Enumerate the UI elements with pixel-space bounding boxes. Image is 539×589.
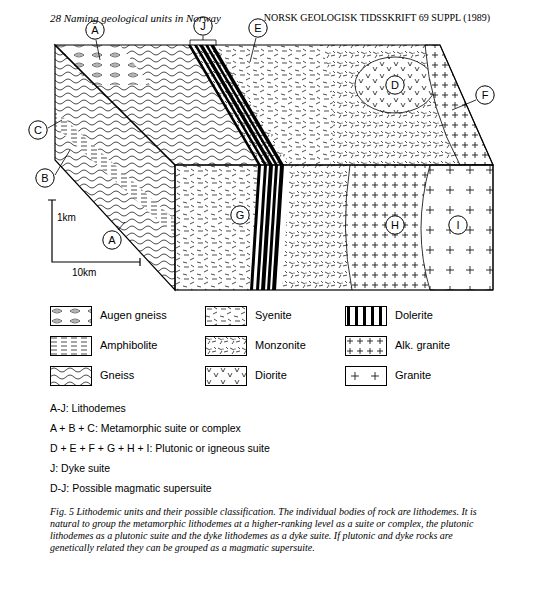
- callout-letter: I: [456, 219, 459, 231]
- legend-text: Amphibolite: [100, 339, 157, 351]
- classification-note: A-J: Lithodemes: [50, 402, 126, 414]
- circle-shape: [231, 206, 249, 224]
- legend-text: Gneiss: [100, 369, 134, 381]
- legend-swatch: [345, 336, 387, 356]
- legend-text: Dolerite: [395, 309, 433, 321]
- scale-label: 10km: [72, 267, 96, 278]
- legend-text: Granite: [395, 369, 431, 381]
- classification-note: A + B + C: Metamorphic suite or complex: [50, 422, 241, 434]
- swatch-box: [51, 367, 92, 386]
- callout-circle: A: [102, 230, 122, 250]
- journal-head: NORSK GEOLOGISK TIDSSKRIFT 69 SUPPL (198…: [264, 12, 490, 23]
- front-face: [175, 165, 493, 290]
- swatch-box: [346, 367, 387, 386]
- callout-letter: E: [254, 22, 261, 34]
- swatch-box: [51, 307, 92, 326]
- legend-text: Monzonite: [255, 339, 306, 351]
- callout-circle: H: [385, 215, 405, 235]
- circle-shape: [386, 216, 404, 234]
- callout-circle: F: [475, 85, 495, 105]
- circle-shape: [36, 169, 54, 187]
- callout-letter: B: [41, 172, 48, 184]
- swatch-box: [206, 367, 247, 386]
- legend-swatch: [50, 306, 92, 326]
- circle-shape: [103, 231, 121, 249]
- legend-swatch: [345, 306, 387, 326]
- swatch-box: [346, 307, 387, 326]
- leader-lines: [48, 36, 476, 230]
- callout-letter: A: [91, 24, 98, 36]
- callout-letter: A: [108, 234, 115, 246]
- legend-swatch: [205, 306, 247, 326]
- circle-shape: [476, 86, 494, 104]
- left-face: [55, 45, 175, 290]
- classification-note: J: Dyke suite: [50, 462, 110, 474]
- callout-circle: G: [230, 205, 250, 225]
- scale-label: 1km: [57, 212, 76, 223]
- callout-letter: H: [391, 219, 399, 231]
- figure-caption: Fig. 5 Lithodemic units and their possib…: [50, 506, 495, 554]
- swatch-box: [206, 307, 247, 326]
- callout-letter: G: [236, 209, 245, 221]
- running-head: 28 Naming geological units in Norway: [50, 12, 221, 24]
- swatch-box: [346, 337, 387, 356]
- callout-letter: C: [34, 124, 42, 136]
- legend-swatch: [50, 336, 92, 356]
- callout-circle: C: [28, 120, 48, 140]
- legend-swatch: [345, 366, 387, 386]
- callout-circle: B: [35, 168, 55, 188]
- swatch-box: [206, 337, 247, 356]
- circle-shape: [29, 121, 47, 139]
- legend-text: Augen gneiss: [100, 309, 167, 321]
- dolerite-dykes: [188, 45, 284, 290]
- classification-note: D + E + F + G + H + I: Plutonic or igneo…: [50, 442, 270, 454]
- scale-bar: [48, 200, 140, 266]
- callout-letter: F: [482, 89, 489, 101]
- swatch-box: [51, 337, 92, 356]
- legend-text: Diorite: [255, 369, 287, 381]
- circle-shape: [449, 216, 467, 234]
- legend-swatch: [205, 336, 247, 356]
- callout-letter: D: [391, 79, 399, 91]
- legend-swatch: [205, 366, 247, 386]
- legend-swatch: [50, 366, 92, 386]
- classification-note: D-J: Possible magmatic supersuite: [50, 482, 212, 494]
- callout-circle: D: [385, 75, 405, 95]
- block-outline: [55, 45, 493, 290]
- legend-text: Alk. granite: [395, 339, 450, 351]
- circle-shape: [386, 76, 404, 94]
- callout-circle: I: [448, 215, 468, 235]
- legend-text: Syenite: [255, 309, 292, 321]
